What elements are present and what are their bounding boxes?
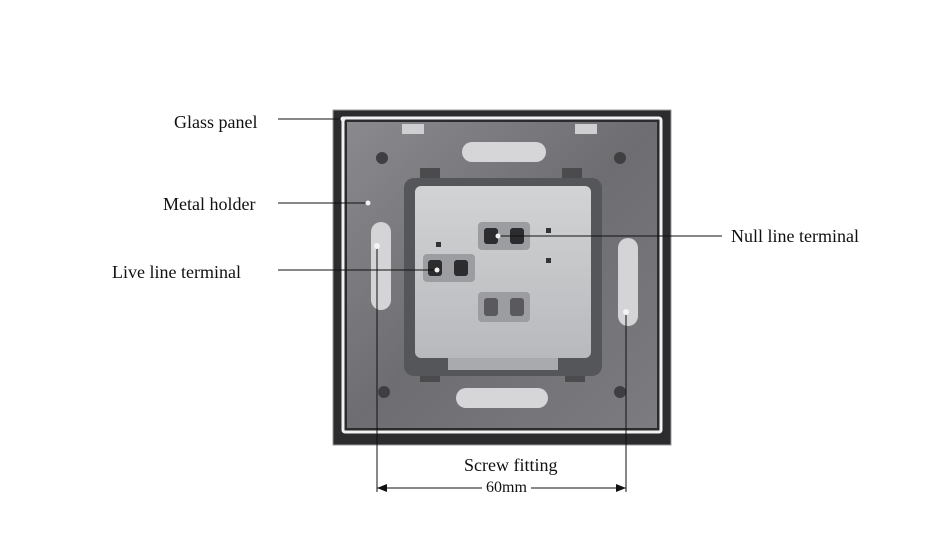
label-glass-panel: Glass panel bbox=[174, 112, 258, 132]
screw-hole-bottom-right bbox=[614, 386, 626, 398]
dimension-arrow-left bbox=[377, 484, 387, 492]
label-screw-fitting: Screw fitting bbox=[464, 455, 558, 475]
label-live-line-terminal: Live line terminal bbox=[112, 262, 241, 282]
bottom-slot bbox=[456, 388, 548, 408]
leader-lines bbox=[278, 118, 722, 492]
frame-outline bbox=[341, 116, 663, 434]
right-screw-slot bbox=[618, 238, 638, 326]
screw-hole-top-right bbox=[614, 152, 626, 164]
top-slot bbox=[462, 142, 546, 162]
dimension-arrow-right bbox=[616, 484, 626, 492]
label-null-line-terminal: Null line terminal bbox=[731, 226, 859, 246]
label-metal-holder: Metal holder bbox=[163, 194, 256, 214]
screw-hole-top-left bbox=[376, 152, 388, 164]
screw-hole-bottom-left bbox=[378, 386, 390, 398]
dimension-label: 60mm bbox=[482, 480, 531, 496]
left-screw-slot bbox=[371, 222, 391, 310]
